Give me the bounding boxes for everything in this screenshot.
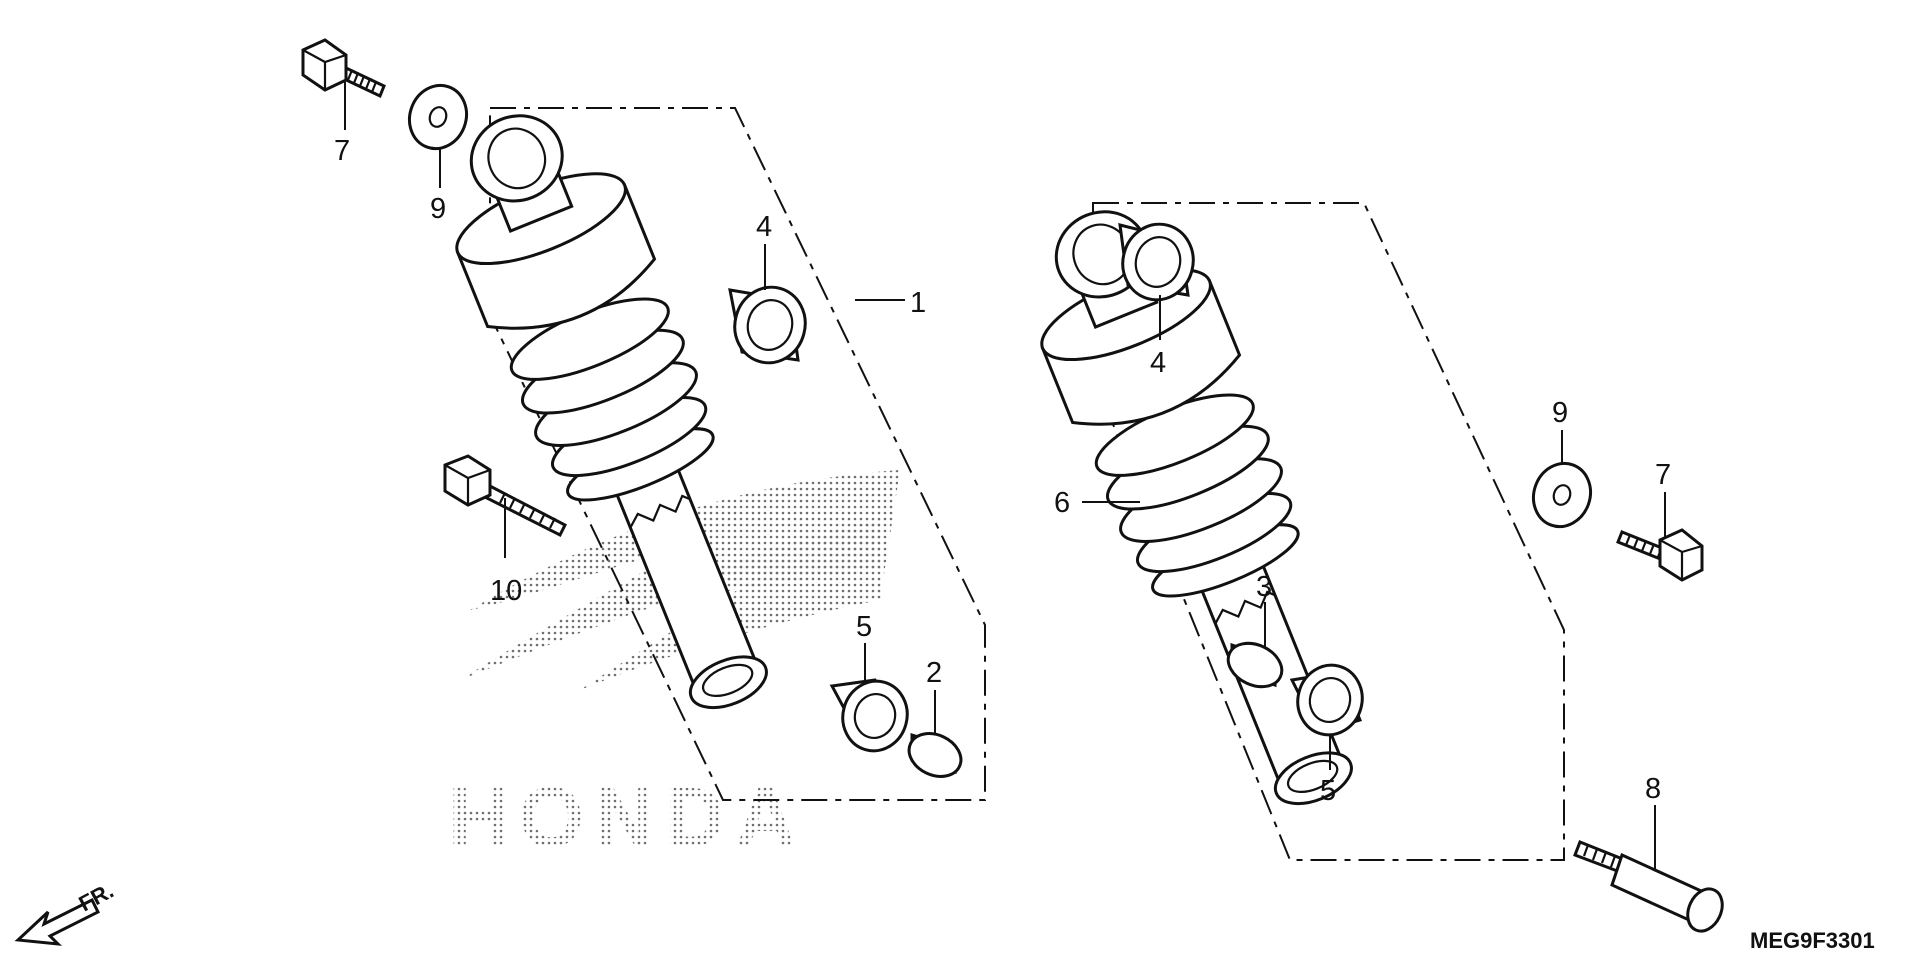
callout-4-right: 4 — [1150, 347, 1166, 379]
leader-lines — [344, 82, 1666, 870]
rear-shock-absorber-left — [455, 114, 768, 710]
honda-wordmark: HONDA — [448, 770, 806, 864]
right-assembly-boundary — [1092, 202, 1565, 861]
callout-3: 3 — [1256, 571, 1272, 603]
flange-bolt-10 — [443, 454, 568, 538]
rear-shock-absorber-right — [1040, 210, 1353, 806]
spacer-3 — [1226, 641, 1284, 689]
callout-8: 8 — [1645, 773, 1661, 805]
flange-bolt-7-left — [301, 38, 386, 99]
front-arrow-icon — [14, 897, 101, 946]
collar-4-left — [728, 285, 807, 365]
callout-4-left: 4 — [756, 211, 772, 243]
callout-7-right: 7 — [1655, 459, 1671, 491]
callout-9-left: 9 — [430, 193, 446, 225]
callout-1: 1 — [910, 287, 926, 319]
washer-9-right — [1532, 461, 1592, 529]
collar-5-left — [829, 678, 909, 753]
callout-5-right: 5 — [1320, 775, 1336, 807]
callout-9-right: 9 — [1552, 397, 1568, 429]
collar-4-right — [1118, 222, 1195, 302]
callout-10: 10 — [490, 575, 522, 607]
washer-9-left — [408, 83, 468, 151]
callout-5-left: 5 — [856, 611, 872, 643]
flange-bolt-7-right — [1616, 528, 1704, 582]
callout-2: 2 — [926, 657, 942, 689]
collar-5-right — [1289, 663, 1364, 737]
diagram-code: MEG9F3301 — [1750, 928, 1875, 953]
stud-bolt-8 — [1573, 840, 1724, 933]
callout-6: 6 — [1054, 487, 1070, 519]
front-direction-indicator: FR. — [14, 878, 118, 946]
callout-7-left: 7 — [334, 135, 350, 167]
callouts: 7 9 4 1 10 5 2 4 6 3 5 9 7 8 — [334, 135, 1671, 807]
spacer-2 — [907, 732, 963, 778]
